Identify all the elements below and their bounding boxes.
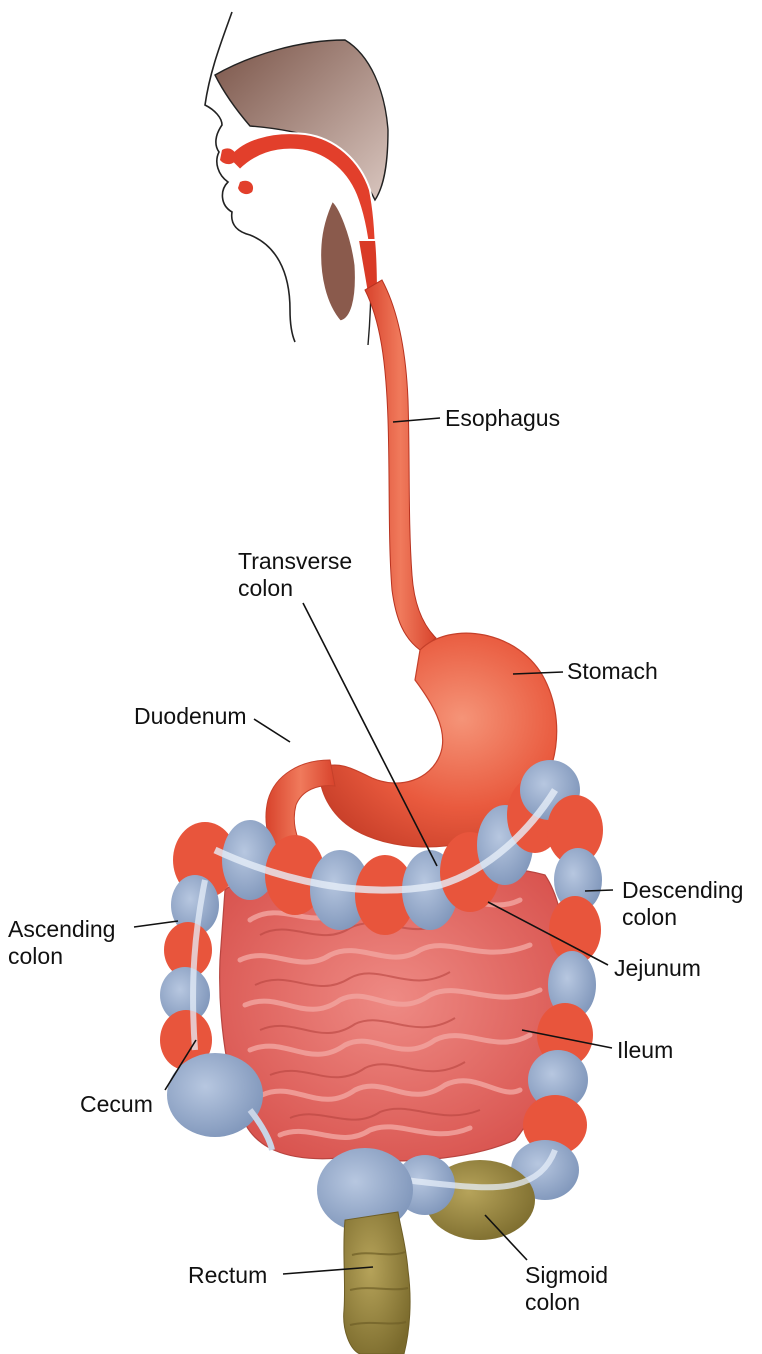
label-sigmoid-colon-line2: colon: [525, 1289, 608, 1316]
leader-ascending-colon: [134, 921, 178, 927]
label-stomach-text: Stomach: [567, 658, 658, 685]
label-ascending-colon-line2: colon: [8, 943, 115, 970]
label-jejunum: Jejunum: [614, 955, 701, 982]
label-esophagus-text: Esophagus: [445, 405, 560, 432]
label-sigmoid-colon-line1: Sigmoid: [525, 1262, 608, 1289]
leader-duodenum: [254, 719, 290, 742]
rectum-organ: [317, 1148, 413, 1354]
label-ascending-colon: Ascending colon: [8, 916, 115, 970]
label-jejunum-text: Jejunum: [614, 955, 701, 982]
label-ascending-colon-line1: Ascending: [8, 916, 115, 943]
larynx: [320, 200, 357, 322]
label-transverse-colon: Transverse colon: [238, 548, 352, 602]
label-rectum-text: Rectum: [188, 1262, 267, 1289]
leader-descending-colon: [585, 890, 613, 891]
label-esophagus: Esophagus: [445, 405, 560, 432]
label-cecum-text: Cecum: [80, 1091, 153, 1118]
ascending-colon-organ: [160, 875, 219, 1070]
label-duodenum: Duodenum: [134, 703, 247, 730]
label-descending-colon-line1: Descending: [622, 877, 743, 904]
label-cecum: Cecum: [80, 1091, 153, 1118]
label-descending-colon: Descending colon: [622, 877, 743, 931]
label-transverse-colon-line1: Transverse: [238, 548, 352, 575]
label-transverse-colon-line2: colon: [238, 575, 352, 602]
label-stomach: Stomach: [567, 658, 658, 685]
label-ileum-text: Ileum: [617, 1037, 673, 1064]
label-sigmoid-colon: Sigmoid colon: [525, 1262, 608, 1316]
label-rectum: Rectum: [188, 1262, 267, 1289]
label-ileum: Ileum: [617, 1037, 673, 1064]
label-descending-colon-line2: colon: [622, 904, 743, 931]
label-duodenum-text: Duodenum: [134, 703, 247, 730]
esophagus-tube: [365, 280, 436, 650]
